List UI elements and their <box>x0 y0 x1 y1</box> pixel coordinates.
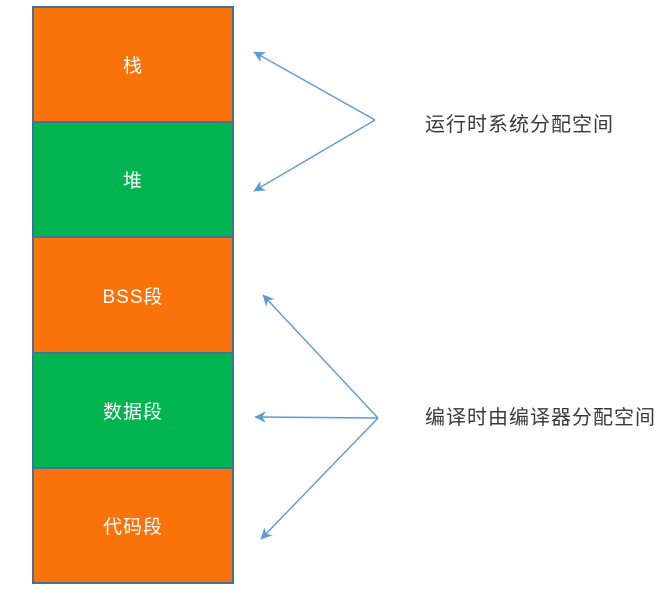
segment-label-heap: 堆 <box>122 171 143 193</box>
memory-column: 栈堆 BSS段数据段代码段 <box>32 6 234 584</box>
arrow-compile-3 <box>254 411 379 423</box>
arrow-compile-4 <box>260 417 379 540</box>
annotation-compile: 编译时由编译器分配空间 <box>425 407 656 429</box>
segment-label-data: 数据段 <box>102 401 163 423</box>
segment-label-stack: 栈 <box>122 56 143 78</box>
memory-segment-bss: BSS段 <box>34 236 232 352</box>
segment-label-bss: BSS段 <box>102 286 164 308</box>
arrow-runtime-1 <box>253 119 376 192</box>
memory-segment-data: 数据段 <box>34 351 232 467</box>
annotation-runtime: 运行时系统分配空间 <box>425 114 614 136</box>
arrow-compile-2 <box>262 294 379 419</box>
segment-label-code: 代码段 <box>102 516 163 538</box>
arrow-runtime-0 <box>253 51 376 121</box>
memory-segment-code: 代码段 <box>34 466 232 583</box>
memory-segment-heap: 堆 <box>34 121 232 237</box>
memory-segment-stack: 栈 <box>34 8 232 122</box>
